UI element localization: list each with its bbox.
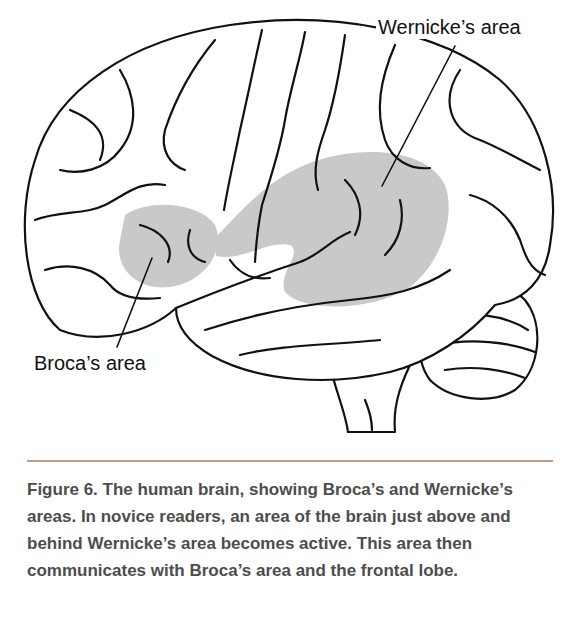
temporal-sulcus	[205, 270, 450, 330]
sulcus	[224, 30, 262, 210]
sulcus	[470, 195, 545, 275]
sulcus	[450, 70, 540, 170]
temporal-sulcus	[240, 340, 380, 355]
caption-rule	[27, 460, 553, 462]
leader-line	[382, 46, 455, 186]
area-label: Broca’s area	[32, 351, 148, 375]
area-label: Wernicke’s area	[376, 15, 523, 39]
broca-region	[119, 205, 218, 288]
sulcus	[230, 260, 270, 278]
central-sulcus	[255, 32, 305, 262]
sulcus	[345, 180, 402, 255]
figure-caption: Figure 6. The human brain, showing Broca…	[27, 476, 549, 584]
sulcus	[316, 35, 345, 190]
wernicke-region	[215, 152, 449, 306]
sulcus	[60, 70, 133, 172]
cerebrum	[25, 20, 553, 380]
sulcus	[70, 110, 103, 160]
sulcus	[35, 184, 165, 220]
sulcus	[140, 225, 205, 262]
cerebrum-outline	[25, 20, 553, 380]
lateral-sulcus	[176, 232, 350, 308]
leader-line	[117, 258, 152, 347]
brain-stem-line	[365, 400, 372, 430]
sulcus	[380, 45, 430, 168]
sulcus	[164, 40, 215, 170]
